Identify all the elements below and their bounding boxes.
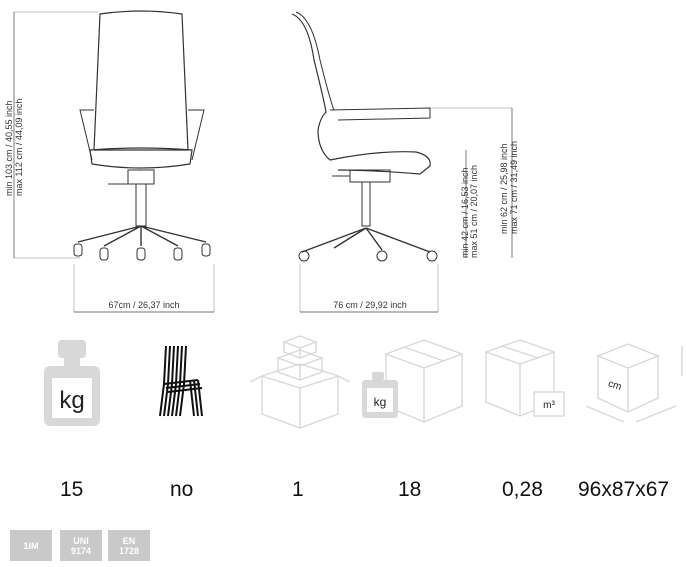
backrest-profile bbox=[291, 13, 331, 161]
stacking-chairs-icon bbox=[159, 345, 203, 417]
volume-value: 0,28 bbox=[502, 478, 543, 501]
backrest bbox=[93, 10, 189, 151]
star-base bbox=[77, 225, 207, 247]
arm-height-min-label: min 62 cm / 25,98 inch bbox=[499, 143, 509, 234]
dimensions-icon-label: cm bbox=[607, 378, 623, 393]
arm-height-max-label: max 71 cm / 31,49 inch bbox=[509, 141, 519, 234]
package-count-icon bbox=[249, 335, 351, 429]
cert-line2: 1728 bbox=[118, 545, 140, 556]
cert-line2: 9174 bbox=[70, 545, 92, 556]
seat-height-min-label: min 42 cm / 16,53 inch bbox=[460, 167, 470, 258]
cert-badge-uni-9174: UNI 9174 bbox=[60, 530, 102, 561]
stackable-value: no bbox=[170, 478, 194, 501]
seat-height-max-label: max 51 cm / 20,07 inch bbox=[469, 165, 479, 258]
package-dimensions-icon: cm bbox=[585, 343, 683, 423]
volume-icon: m³ bbox=[483, 339, 565, 417]
cert-line1: UNI bbox=[73, 535, 89, 546]
cert-badge-en-1728: EN 1728 bbox=[108, 530, 150, 561]
front-width-label: 67cm / 26,37 inch bbox=[108, 300, 179, 310]
gas-column bbox=[135, 183, 147, 227]
weight-value: 15 bbox=[60, 478, 84, 501]
weight-icon-label: kg bbox=[59, 387, 84, 414]
chair-side-view: 76 cm / 29,92 inch min 42 cm / 16,53 inc… bbox=[291, 11, 519, 313]
chair-front-view: 67cm / 26,37 inch min 103 cm / 40,55 inc… bbox=[4, 10, 215, 313]
side-seat bbox=[329, 151, 431, 175]
side-star-base bbox=[301, 227, 431, 253]
package-weight-icon-label: kg bbox=[374, 395, 387, 409]
package-dimensions-value: 96x87x67 bbox=[578, 478, 670, 501]
front-height-max-label: max 112 cm / 44,09 inch bbox=[14, 99, 24, 196]
front-height-min-label: min 103 cm / 40,55 inch bbox=[4, 100, 14, 196]
package-weight-value: 18 bbox=[398, 478, 422, 501]
cert-line1: EN bbox=[122, 535, 136, 546]
packages-value: 1 bbox=[292, 478, 304, 501]
cert-badge-1im: 1IM bbox=[10, 530, 52, 561]
weight-icon: kg bbox=[44, 340, 100, 426]
volume-icon-label: m³ bbox=[543, 400, 555, 411]
side-depth-label: 76 cm / 29,92 inch bbox=[333, 300, 407, 310]
cert-line1: 1IM bbox=[23, 540, 39, 551]
seat bbox=[89, 147, 193, 169]
package-weight-icon: kg bbox=[362, 339, 465, 423]
